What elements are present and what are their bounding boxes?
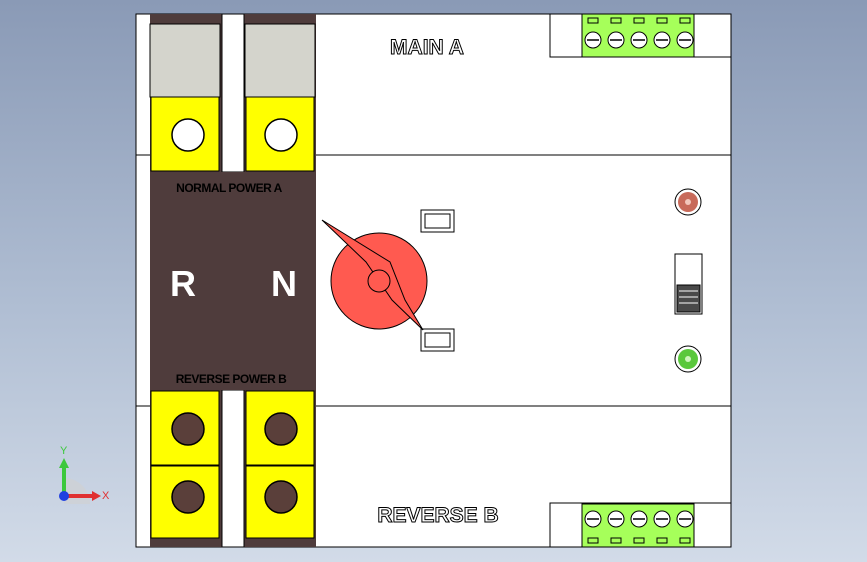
reverse-b-label: REVERSE B	[377, 504, 498, 527]
connector-tab	[633, 17, 645, 24]
column-gap-bottom	[221, 389, 245, 548]
position-window-top	[420, 209, 455, 233]
bottom-terminal-connector	[581, 503, 695, 548]
connector-tab	[656, 537, 668, 544]
terminal-bottom-right-lower	[245, 465, 315, 539]
connector-tab	[656, 17, 668, 24]
terminal-bottom-right-upper	[245, 390, 315, 466]
position-window-bottom	[420, 328, 455, 352]
connector-tab	[633, 537, 645, 544]
terminal-bottom-left-upper	[150, 390, 220, 466]
y-axis-label: Y	[60, 445, 68, 457]
top-terminal-connector	[581, 13, 695, 58]
connector-tab	[587, 17, 599, 24]
connector-tab	[610, 537, 622, 544]
bottom-connector-recess	[549, 502, 731, 547]
green-indicator-lamp-icon	[674, 345, 702, 373]
letter-r: R	[170, 263, 196, 304]
column-gap	[221, 13, 245, 173]
terminal-top-left	[150, 96, 220, 172]
connector-tab	[679, 537, 691, 544]
main-a-label: MAIN A	[390, 36, 464, 59]
xyz-axis-triad-icon: Y X	[59, 445, 110, 504]
rotary-switch-handle-icon[interactable]	[321, 219, 428, 331]
slide-switch-icon[interactable]	[674, 253, 703, 315]
terminal-top-right	[245, 96, 315, 172]
red-indicator-lamp-icon	[674, 188, 702, 216]
normal-power-label: NORMAL POWER A	[176, 181, 282, 195]
connector-tab	[610, 17, 622, 24]
connector-tab	[587, 537, 599, 544]
terminal-bottom-left-lower	[150, 465, 220, 539]
connector-tab	[679, 17, 691, 24]
reverse-power-label: REVERSE POWER B	[176, 372, 287, 386]
top-cap-right	[244, 23, 316, 98]
power-label-panel	[150, 172, 316, 390]
top-cap-left	[149, 23, 221, 98]
x-axis-label: X	[102, 490, 110, 502]
letter-n: N	[271, 263, 297, 304]
